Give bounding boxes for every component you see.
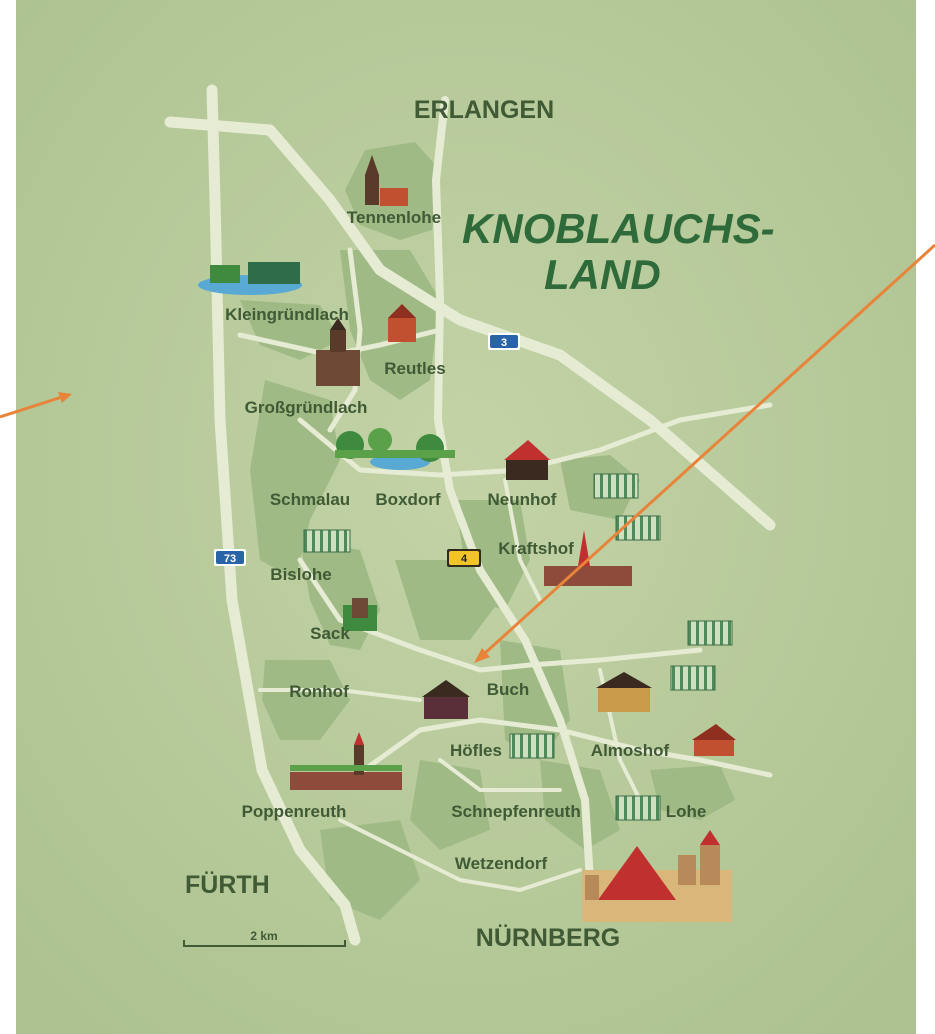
- village-label-almoshof: Almoshof: [591, 741, 670, 760]
- arrow-left-head: [58, 392, 72, 403]
- village-label-kleingruendlach: Kleingründlach: [225, 305, 349, 324]
- park-icon-boxdorf: [335, 428, 455, 470]
- city-label-nuernberg: NÜRNBERG: [476, 923, 620, 952]
- road-shield-b4-label: 4: [461, 553, 468, 565]
- village-labels: Tennenlohe Kleingründlach Reutles Großgr…: [225, 208, 706, 873]
- greenhouse-icons: [303, 473, 733, 821]
- road-shield-a73: 73: [214, 549, 246, 566]
- greenhouse-icon: [593, 473, 639, 499]
- village-label-wetzendorf: Wetzendorf: [455, 854, 548, 873]
- house-icon-almoshof-east: [692, 724, 736, 756]
- village-label-kraftshof: Kraftshof: [498, 539, 574, 558]
- tower-icon-sack: [343, 598, 377, 631]
- arrow-right: [482, 243, 935, 656]
- village-label-schmalau: Schmalau: [270, 490, 350, 509]
- village-label-hoefles: Höfles: [450, 741, 502, 760]
- church-icon-tennenlohe: [365, 155, 408, 206]
- road-shield-a3-label: 3: [501, 337, 507, 349]
- village-label-ronhof: Ronhof: [289, 682, 349, 701]
- greenhouse-icon: [509, 733, 555, 759]
- map-title-line1: KNOBLAUCHS-: [462, 205, 775, 252]
- arrow-right-head: [474, 648, 490, 663]
- church-icon-reutles: [388, 304, 416, 342]
- village-label-tennenlohe: Tennenlohe: [347, 208, 441, 227]
- manor-icon-almoshof: [596, 672, 652, 712]
- greenhouse-icon: [615, 795, 661, 821]
- manor-icon-neunhof: [504, 440, 550, 480]
- village-label-boxdorf: Boxdorf: [375, 490, 441, 509]
- village-icon-poppenreuth: [290, 732, 402, 790]
- scale-bar-label: 2 km: [250, 929, 277, 943]
- village-label-schnepfenreuth: Schnepfenreuth: [451, 802, 580, 821]
- village-label-neunhof: Neunhof: [488, 490, 557, 509]
- village-label-lohe: Lohe: [666, 802, 707, 821]
- greenhouse-icon: [687, 620, 733, 646]
- village-label-bislohe: Bislohe: [270, 565, 331, 584]
- scale-bar: 2 km: [183, 929, 346, 947]
- lake-icon-kleingruendlach: [198, 262, 302, 295]
- road-shield-a73-label: 73: [224, 553, 236, 565]
- village-label-reutles: Reutles: [384, 359, 445, 378]
- farmhouse-icon-buch: [422, 680, 470, 719]
- village-label-grossgruendlach: Großgründlach: [245, 398, 368, 417]
- road-shield-a3: 3: [488, 333, 520, 350]
- city-label-erlangen: ERLANGEN: [414, 96, 554, 124]
- castle-icon-grossgruendlach: [316, 318, 360, 386]
- annotation-arrows: [0, 243, 935, 663]
- arrow-left: [0, 395, 63, 419]
- map-title-line2: LAND: [544, 251, 661, 298]
- greenhouse-icon: [670, 665, 716, 691]
- greenhouse-icon: [303, 529, 351, 553]
- village-label-buch: Buch: [487, 680, 530, 699]
- city-label-fuerth: FÜRTH: [185, 870, 270, 899]
- village-label-sack: Sack: [310, 624, 350, 643]
- road-shield-b4: 4: [447, 549, 481, 567]
- village-label-poppenreuth: Poppenreuth: [242, 802, 347, 821]
- castle-icon-nuernberg: [582, 830, 732, 922]
